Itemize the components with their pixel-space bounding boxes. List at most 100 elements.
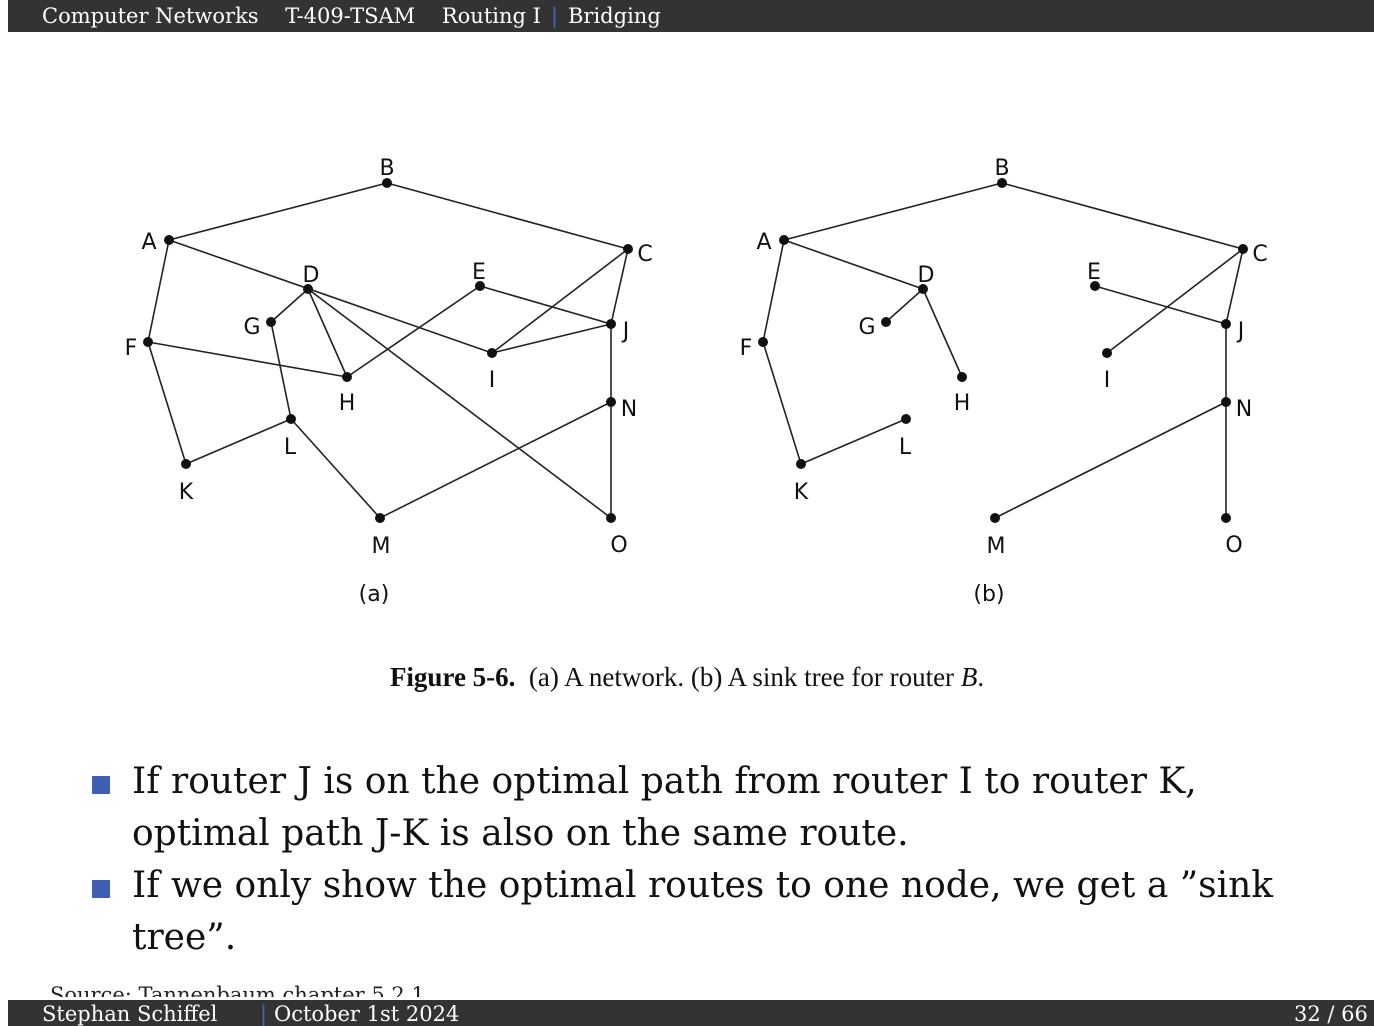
panel-a-node-label-o: O	[610, 533, 627, 558]
panel-b-edge-a-d	[783, 239, 924, 290]
panel-b-node-label-d: D	[918, 263, 935, 288]
panel-a-node-c	[623, 244, 633, 254]
left-margin	[0, 0, 8, 1026]
panel-a-edge-e-h	[346, 285, 481, 378]
panel-a-edge-g-l	[270, 321, 292, 420]
panel-b-node-label-b: B	[994, 156, 1009, 181]
panel-b-edge-a-b	[783, 182, 1003, 241]
figure-caption: Figure 5-6. (a) A network. (b) A sink tr…	[0, 662, 1374, 693]
panel-b-node-e	[1090, 281, 1100, 291]
panel-b-edge-c-j	[1225, 248, 1244, 325]
panel-b-node-l	[901, 414, 911, 424]
panel-b-node-label-c: C	[1252, 242, 1267, 267]
panel-b-node-a	[779, 235, 789, 245]
panel-b-edge-f-k	[762, 341, 802, 465]
panel-b-edge-d-h	[922, 288, 963, 378]
panel-b-node-h	[957, 372, 967, 382]
caption-end: .	[977, 662, 985, 692]
panel-a-node-k	[181, 459, 191, 469]
panel-b-node-j	[1221, 319, 1231, 329]
panel-a-node-j	[606, 319, 616, 329]
panel-b-edge-e-j	[1094, 285, 1227, 325]
bullet-marker-icon	[92, 776, 110, 794]
panel-a-node-label-h: H	[339, 391, 356, 416]
panel-a-edge-l-m	[290, 418, 381, 519]
panel-a-node-h	[342, 372, 352, 382]
header-code[interactable]: T-409-TSAM	[285, 4, 416, 28]
panel-a-node-label-d: D	[303, 263, 320, 288]
panel-a-edge-k-l	[185, 418, 292, 465]
panel-a-edge-i-j	[491, 323, 612, 354]
panel-b-node-label-i: I	[1104, 368, 1111, 393]
panel-a-node-label-f: F	[125, 336, 138, 361]
panel-b-node-label-f: F	[740, 336, 753, 361]
panel-b-edge-d-g	[885, 288, 924, 323]
header-lecture[interactable]: Routing I	[441, 4, 541, 28]
panel-a-node-label-e: E	[472, 260, 486, 285]
panel-b-node-label-e: E	[1087, 260, 1101, 285]
panel-a-node-label-m: M	[372, 534, 391, 559]
panel-a-edge-d-g	[270, 288, 309, 323]
panel-b-node-k	[796, 459, 806, 469]
bullet-text: If we only show the optimal routes to on…	[132, 865, 1274, 958]
panel-b-edge-k-l	[800, 418, 907, 465]
header-section[interactable]: Bridging	[568, 4, 661, 28]
panel-b-edge-b-c	[1001, 182, 1244, 250]
caption-text: (a) A network. (b) A sink tree for route…	[528, 662, 961, 692]
panel-b-node-g	[881, 317, 891, 327]
caption-router: B	[960, 662, 978, 692]
bullet-item: If we only show the optimal routes to on…	[92, 860, 1322, 964]
footer-separator: |	[260, 1002, 268, 1026]
bullet-text: If router J is on the optimal path from …	[132, 761, 1197, 854]
panel-a-node-label-k: K	[179, 480, 194, 505]
panel-a-node-l	[286, 414, 296, 424]
panel-a-node-e	[475, 281, 485, 291]
panel-a-edge-c-i	[491, 248, 629, 354]
panel-a-node-b	[382, 178, 392, 188]
panel-b-node-label-l: L	[899, 435, 912, 460]
panel-b-node-label-h: H	[954, 391, 971, 416]
panel-b-node-f	[758, 337, 768, 347]
panel-a-edge-a-i	[168, 239, 493, 354]
panel-b-node-label-o: O	[1225, 533, 1242, 558]
panel-b-node-m	[990, 513, 1000, 523]
panel-b-node-label-k: K	[794, 480, 809, 505]
panel-a-node-label-l: L	[284, 435, 297, 460]
bullet-marker-icon	[92, 880, 110, 898]
panel-a-node-label-b: B	[379, 156, 394, 181]
panel-b-node-label-m: M	[987, 534, 1006, 559]
panel-a-edge-c-j	[610, 248, 629, 325]
panel-a-node-label-n: N	[621, 397, 637, 422]
panel-a-node-g	[266, 317, 276, 327]
panel-a-node-d	[303, 284, 313, 294]
panel-a-node-label-g: G	[243, 315, 260, 340]
panel-a-edge-a-f	[147, 239, 170, 343]
panel-b-node-o	[1221, 513, 1231, 523]
panel-a-edge-m-n	[379, 401, 612, 519]
panel-a-node-label-c: C	[637, 242, 652, 267]
panel-b-node-label-n: N	[1236, 397, 1252, 422]
panel-a-edge-f-k	[147, 341, 187, 465]
bullet-item: If router J is on the optimal path from …	[92, 756, 1322, 860]
source-note: Source: Tannenbaum chapter 5.2.1	[50, 983, 425, 997]
panel-b-node-label-j: J	[1236, 319, 1245, 344]
panel-a-edge-a-b	[168, 182, 388, 241]
panel-b-edge-n-m	[994, 401, 1227, 519]
panel-b-node-b	[997, 178, 1007, 188]
panel-b-label: (b)	[973, 582, 1004, 607]
footer-author[interactable]: Stephan Schiffel	[42, 1002, 218, 1026]
panel-a-edge-f-h	[147, 341, 348, 378]
footer-date[interactable]: October 1st 2024	[274, 1002, 460, 1026]
panel-a-node-m	[375, 513, 385, 523]
header-course[interactable]: Computer Networks	[42, 4, 259, 28]
panel-a-node-label-i: I	[489, 368, 496, 393]
panel-b-node-c	[1238, 244, 1248, 254]
panel-b-edge-c-i	[1106, 248, 1244, 354]
panel-a-node-f	[143, 337, 153, 347]
panel-a-edge-b-c	[386, 182, 629, 250]
bullet-list: If router J is on the optimal path from …	[92, 756, 1322, 964]
slide-footer: Stephan Schiffel | October 1st 2024 32 /…	[8, 1000, 1374, 1026]
panel-a-edge-d-h	[307, 288, 348, 378]
panel-b-node-label-g: G	[858, 315, 875, 340]
